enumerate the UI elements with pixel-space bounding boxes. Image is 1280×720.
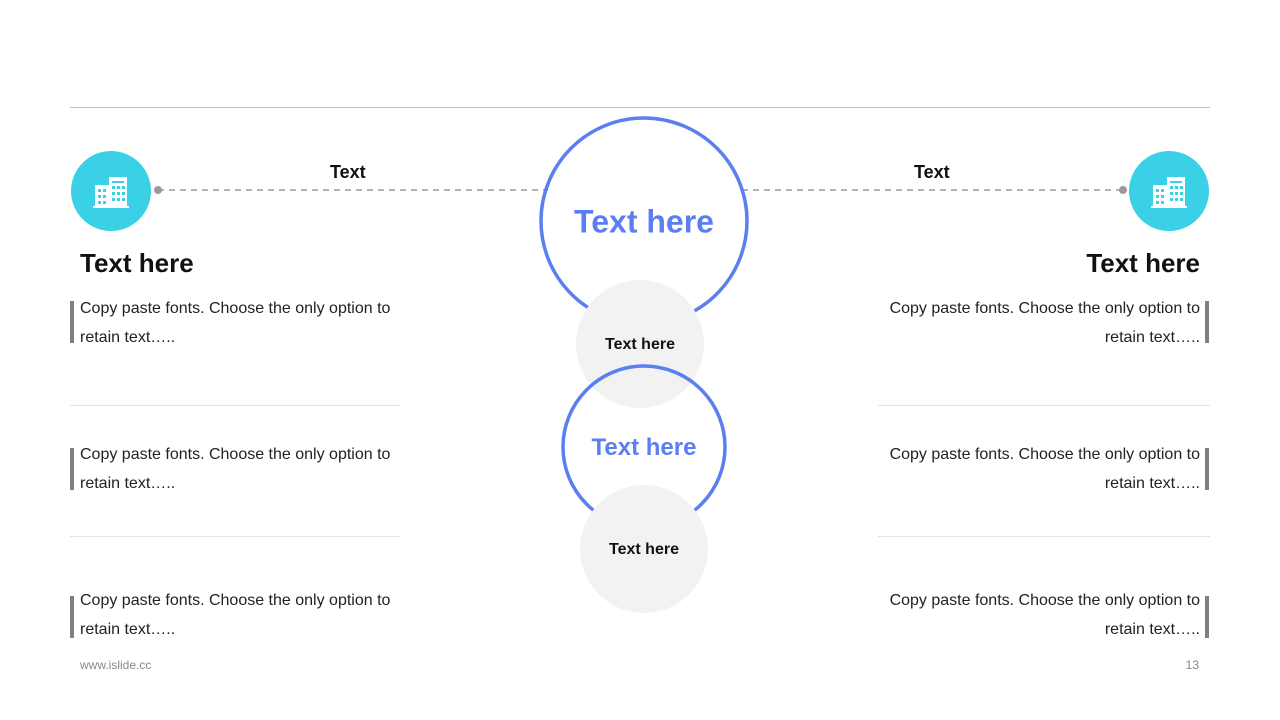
right-connector-label: Text <box>914 162 950 182</box>
right-heading: Text here <box>1086 248 1200 278</box>
right-item-3-bar <box>1205 596 1209 638</box>
top-divider <box>70 107 1210 108</box>
footer-website: www.islide.cc <box>80 658 152 672</box>
right-separator-1 <box>878 405 1210 406</box>
right-item-1-bar <box>1205 301 1209 343</box>
bottom-disc <box>580 485 708 613</box>
bottom-disc-label: Text here <box>609 541 679 558</box>
left-connector-label: Text <box>330 162 366 182</box>
left-item-3-bar <box>70 596 74 638</box>
right-item-2-bar <box>1205 448 1209 490</box>
building-icon <box>1151 177 1187 208</box>
left-connector-dot <box>154 186 162 194</box>
right-separator-2 <box>878 536 1210 537</box>
page-number: 13 <box>1185 658 1199 672</box>
left-heading: Text here <box>80 248 194 278</box>
left-item-1-bar <box>70 301 74 343</box>
bottom-ring-label: Text here <box>591 434 697 461</box>
top-ring-label: Text here <box>574 203 714 240</box>
right-item-3-text: Copy paste fonts. Choose the only option… <box>889 592 1200 638</box>
top-disc-label: Text here <box>605 336 675 353</box>
left-separator-2 <box>70 536 400 537</box>
left-item-2-bar <box>70 448 74 490</box>
right-connector-dot <box>1119 186 1127 194</box>
right-item-1-text: Copy paste fonts. Choose the only option… <box>889 300 1200 346</box>
left-item-1-text: Copy paste fonts. Choose the only option… <box>80 300 391 346</box>
left-item-3-text: Copy paste fonts. Choose the only option… <box>80 592 391 638</box>
left-icon-circle <box>71 151 151 231</box>
right-icon-circle <box>1129 151 1209 231</box>
left-separator-1 <box>70 405 400 406</box>
left-item-2-text: Copy paste fonts. Choose the only option… <box>80 446 391 492</box>
right-item-2-text: Copy paste fonts. Choose the only option… <box>889 446 1200 492</box>
building-icon <box>93 177 129 208</box>
